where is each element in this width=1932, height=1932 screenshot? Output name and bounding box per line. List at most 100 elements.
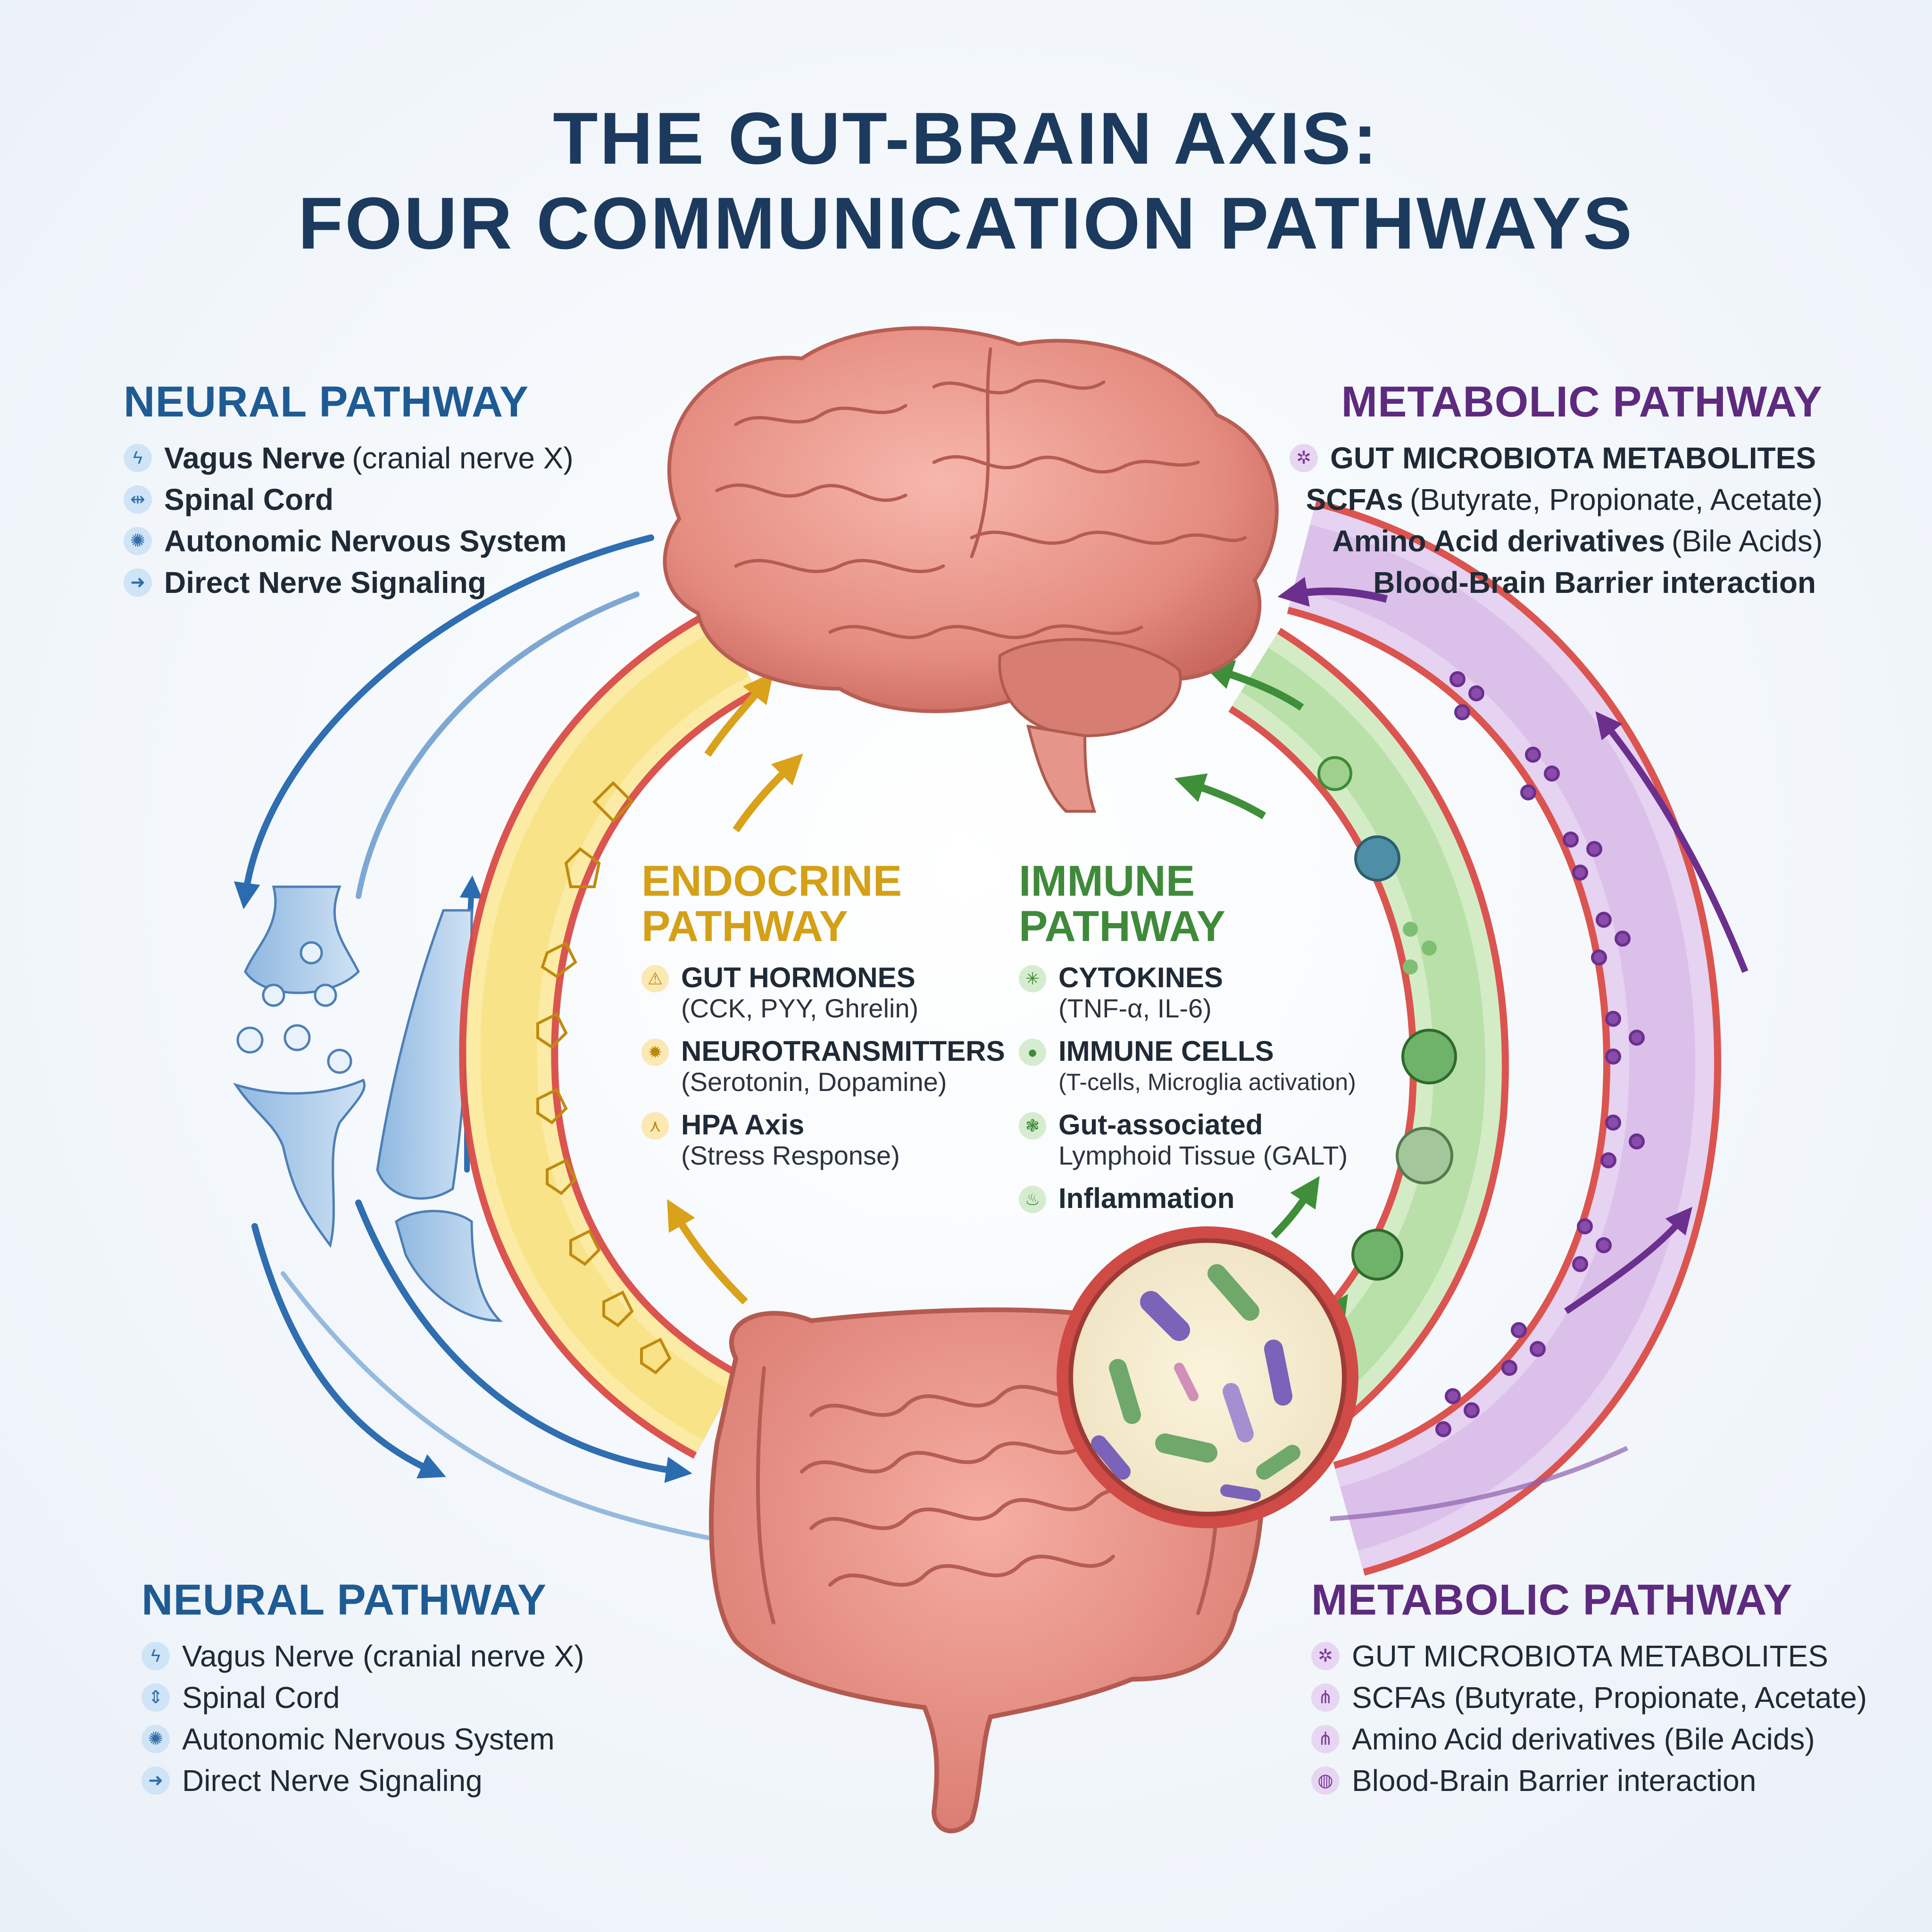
item-label: Inflammation — [1058, 1183, 1235, 1214]
list-item: ✺ Autonomic Nervous System — [124, 520, 574, 562]
hormone-icon: ⚠ — [641, 965, 669, 992]
list-item: ϟ Vagus Nerve(cranial nerve X) — [124, 437, 574, 479]
molecule-icon: ⋔ — [1311, 1683, 1340, 1712]
item-label: IMMUNE CELLS — [1058, 1035, 1274, 1067]
item-label: Autonomic Nervous System — [182, 1722, 555, 1756]
immune-heading: IMMUNE PATHWAY — [1019, 858, 1356, 949]
list-item: ⋔ Amino Acid derivatives (Bile Acids) — [1311, 1718, 1867, 1760]
list-item: ✹ NEUROTRANSMITTERS(Serotonin, Dopamine) — [641, 1036, 1005, 1097]
list-item: Amino Acid derivatives(Bile Acids) — [1290, 520, 1823, 562]
immune-heading-line-2: PATHWAY — [1019, 902, 1225, 950]
item-detail: (Bile Acids) — [1671, 524, 1823, 558]
item-label: Blood-Brain Barrier interaction — [1373, 566, 1816, 600]
list-item: ϟ Vagus Nerve (cranial nerve X) — [142, 1635, 584, 1677]
immune-band — [1228, 627, 1509, 1457]
item-label: Spinal Cord — [182, 1681, 340, 1715]
item-detail: (Serotonin, Dopamine) — [681, 1067, 947, 1097]
item-label: CYTOKINES — [1058, 962, 1223, 993]
list-item: ➜ Direct Nerve Signaling — [124, 562, 574, 603]
galt-icon: ❃ — [1019, 1112, 1046, 1140]
list-item: ✲ GUT MICROBIOTA METABOLITES — [1311, 1635, 1867, 1677]
list-item: ♨ Inflammation — [1019, 1183, 1356, 1214]
list-item: ◍ Blood-Brain Barrier interaction — [1311, 1760, 1867, 1801]
spine-icon: ⇹ — [124, 485, 152, 514]
flame-icon: ♨ — [1019, 1186, 1046, 1213]
item-detail: (Stress Response) — [681, 1141, 900, 1170]
brain-illustration — [663, 326, 1279, 813]
endocrine-heading-line-2: PATHWAY — [641, 902, 848, 950]
metabolic-pathway-panel-bottom: METABOLIC PATHWAY ✲ GUT MICROBIOTA METABO… — [1311, 1575, 1867, 1801]
item-detail: (TNF-α, IL-6) — [1058, 993, 1212, 1023]
list-item: ⋏ HPA Axis(Stress Response) — [641, 1109, 1005, 1171]
item-label: GUT MICROBIOTA METABOLITES — [1330, 441, 1816, 475]
metabolic-molecules — [1435, 671, 1645, 1437]
metabolic-heading-top: METABOLIC PATHWAY — [1341, 378, 1823, 426]
immune-heading-line-1: IMMUNE — [1019, 857, 1195, 905]
neural-heading-bottom: NEURAL PATHWAY — [142, 1576, 547, 1624]
item-label: SCFAs (Butyrate, Propionate, Acetate) — [1352, 1681, 1867, 1715]
immune-pathway-panel: IMMUNE PATHWAY ✳ CYTOKINES(TNF-α, IL-6) … — [1019, 858, 1356, 1214]
title-line-2: FOUR COMMUNICATION PATHWAYS — [298, 183, 1634, 265]
item-label: Autonomic Nervous System — [164, 524, 567, 558]
arrow-icon: ➜ — [124, 568, 152, 597]
item-label: SCFAs — [1306, 483, 1403, 516]
item-label: Vagus Nerve — [164, 441, 346, 475]
neurotransmitter-icon: ✹ — [641, 1039, 669, 1066]
brain-icon: ✺ — [124, 527, 152, 555]
item-label: NEUROTRANSMITTERS — [681, 1035, 1005, 1067]
item-detail: (cranial nerve X) — [352, 441, 574, 475]
endocrine-heading: ENDOCRINE PATHWAY — [641, 858, 1005, 949]
list-item: Blood-Brain Barrier interaction — [1290, 562, 1823, 603]
spine-icon: ⇕ — [142, 1683, 170, 1712]
item-label: GUT HORMONES — [681, 962, 916, 993]
endocrine-pathway-panel: ENDOCRINE PATHWAY ⚠ GUT HORMONES(CCK, PY… — [641, 858, 1005, 1171]
neural-heading-top: NEURAL PATHWAY — [124, 378, 529, 426]
brain-icon: ✺ — [142, 1725, 170, 1753]
item-label: Vagus Nerve (cranial nerve X) — [182, 1639, 584, 1673]
endocrine-arrow — [704, 672, 774, 757]
immune-cell-icon: ● — [1019, 1039, 1046, 1066]
item-label: Blood-Brain Barrier interaction — [1352, 1764, 1757, 1798]
microbe-icon: ✲ — [1290, 444, 1318, 472]
list-item: ● IMMUNE CELLS(T-cells, Microglia activa… — [1019, 1036, 1356, 1097]
synapse-illustration — [233, 885, 503, 1322]
neural-pathway-panel-top: NEURAL PATHWAY ϟ Vagus Nerve(cranial nerv… — [124, 377, 574, 603]
item-label: Direct Nerve Signaling — [164, 566, 486, 600]
item-label: Amino Acid derivatives — [1332, 524, 1665, 558]
list-item: ✲ GUT MICROBIOTA METABOLITES — [1290, 437, 1823, 479]
microbiota-magnifier — [1057, 1226, 1358, 1528]
item-detail: (Butyrate, Propionate, Acetate) — [1409, 483, 1823, 516]
list-item: ✺ Autonomic Nervous System — [142, 1718, 584, 1760]
endocrine-molecules — [536, 781, 672, 1374]
item-detail: (T-cells, Microglia activation) — [1058, 1069, 1356, 1095]
hpa-axis-icon: ⋏ — [641, 1112, 669, 1140]
list-item: SCFAs(Butyrate, Propionate, Acetate) — [1290, 479, 1823, 520]
item-label: Amino Acid derivatives (Bile Acids) — [1352, 1722, 1815, 1756]
list-item: ⚠ GUT HORMONES(CCK, PYY, Ghrelin) — [641, 962, 1005, 1024]
item-label: Gut-associated — [1058, 1109, 1263, 1141]
molecule-icon: ⋔ — [1311, 1725, 1340, 1753]
item-label: HPA Axis — [681, 1109, 805, 1141]
list-item: ✳ CYTOKINES(TNF-α, IL-6) — [1019, 962, 1356, 1024]
neural-pathway-panel-bottom: NEURAL PATHWAY ϟ Vagus Nerve (cranial ner… — [142, 1575, 584, 1801]
item-label: Direct Nerve Signaling — [182, 1764, 483, 1798]
cytokine-icon: ✳ — [1019, 965, 1046, 992]
immune-cells — [1317, 756, 1457, 1281]
list-item: ➜ Direct Nerve Signaling — [142, 1760, 584, 1801]
list-item: ⋔ SCFAs (Butyrate, Propionate, Acetate) — [1311, 1677, 1867, 1718]
barrier-icon: ◍ — [1311, 1766, 1340, 1795]
metabolic-pathway-panel-top: METABOLIC PATHWAY ✲ GUT MICROBIOTA METABO… — [1290, 377, 1823, 603]
item-detail: Lymphoid Tissue (GALT) — [1058, 1141, 1348, 1170]
arrow-icon: ➜ — [142, 1766, 170, 1795]
item-label: GUT MICROBIOTA METABOLITES — [1352, 1639, 1828, 1673]
item-detail: (CCK, PYY, Ghrelin) — [681, 993, 919, 1023]
metabolic-heading-bottom: METABOLIC PATHWAY — [1311, 1576, 1793, 1624]
nerve-icon: ϟ — [124, 444, 152, 472]
microbe-icon: ✲ — [1311, 1642, 1340, 1670]
title-line-1: THE GUT-BRAIN AXIS: — [553, 98, 1379, 180]
item-label: Spinal Cord — [164, 483, 334, 516]
list-item: ⇕ Spinal Cord — [142, 1677, 584, 1718]
nerve-icon: ϟ — [142, 1642, 170, 1670]
